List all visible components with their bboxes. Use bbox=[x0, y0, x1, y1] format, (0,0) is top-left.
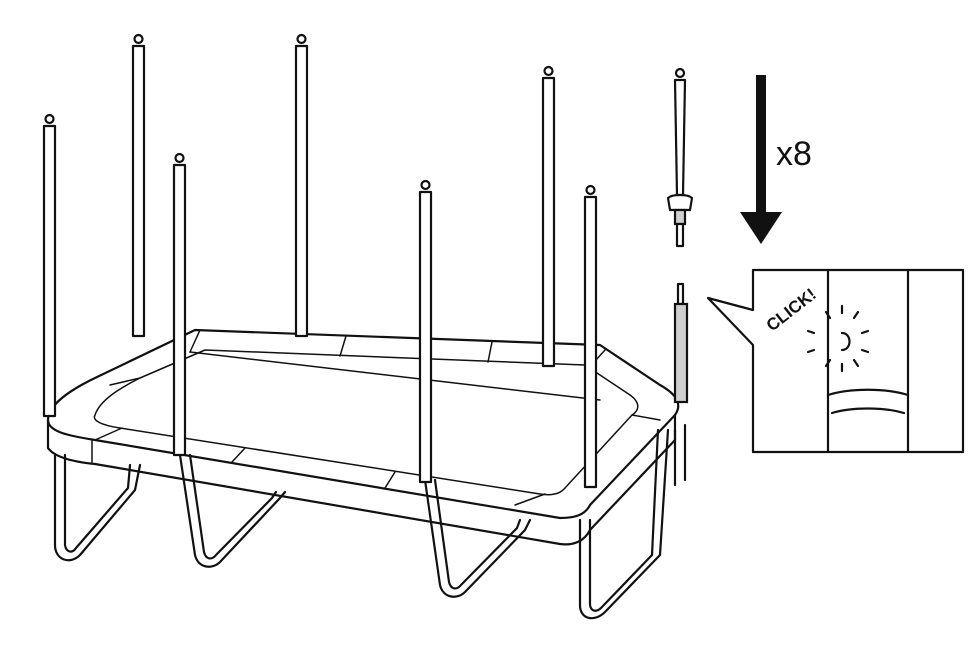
detail-callout bbox=[706, 268, 965, 454]
enclosure-poles bbox=[42, 33, 598, 489]
sample-pole bbox=[666, 67, 694, 248]
pole-4 bbox=[294, 33, 309, 338]
pole-7 bbox=[583, 184, 598, 489]
trampoline-legs bbox=[53, 423, 687, 620]
trampoline-frame bbox=[46, 328, 680, 546]
down-arrow-icon bbox=[740, 75, 782, 244]
socket-post bbox=[673, 282, 689, 404]
pole-5 bbox=[418, 179, 433, 484]
pole-3 bbox=[172, 152, 187, 457]
pole-6 bbox=[541, 65, 556, 368]
pole-2 bbox=[131, 33, 146, 338]
quantity-label: x8 bbox=[776, 135, 812, 173]
pole-1 bbox=[42, 113, 57, 418]
